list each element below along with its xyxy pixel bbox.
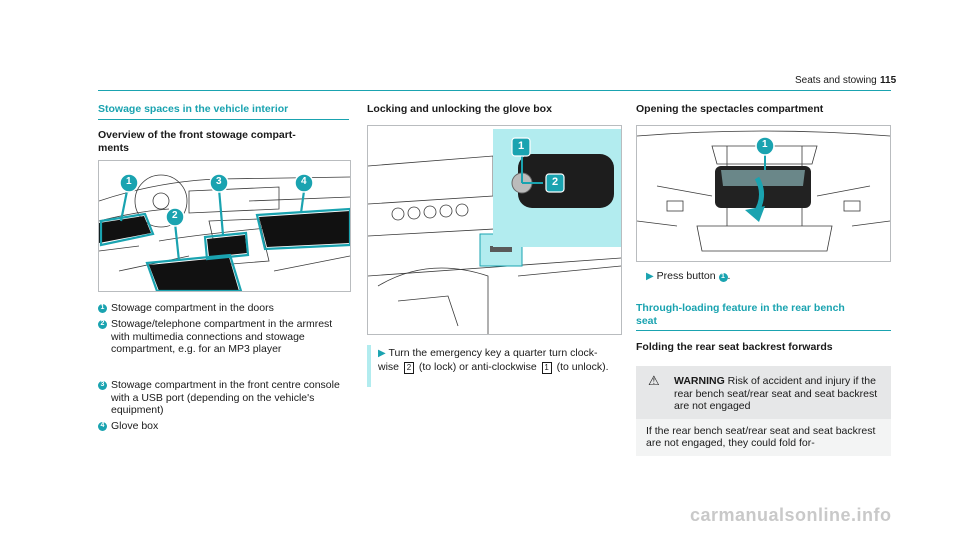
section-title-line-1: Through-loading feature in the rear benc… <box>636 302 845 314</box>
section-rule-1 <box>98 119 349 120</box>
item-badge: 4 <box>98 422 107 431</box>
accent-bar <box>367 345 371 387</box>
illustration-front-stowage: 1 2 3 4 <box>98 160 351 292</box>
list-item: 3 Stowage compartment in the front centr… <box>98 379 353 419</box>
warning-triangle-icon: ⚠ <box>648 373 660 388</box>
callout-4: 4 <box>301 176 307 187</box>
step-key-2: 2 <box>403 361 414 374</box>
section-title-line-2: seat <box>636 315 658 327</box>
step-arrow-icon: ▶ <box>646 271 654 282</box>
list-item: 2 Stowage/telephone compartment in the a… <box>98 318 353 370</box>
watermark: carmanualsonline.info <box>690 505 892 525</box>
warning-box: ⚠ WARNING Risk of accident and injury if… <box>636 366 891 536</box>
callout-2: 2 <box>552 176 559 188</box>
spectacles-step: ▶ Press button 1. <box>646 270 730 284</box>
section-title-through-loading: Through-loading feature in the rear benc… <box>636 302 845 328</box>
subtitle-folding: Folding the rear seat backrest forwards <box>636 341 833 353</box>
list-item: 1 Stowage compartment in the doors <box>98 302 353 315</box>
item-badge: 1 <box>98 304 107 313</box>
subtitle-front-stowage: Overview of the front stowage compart- m… <box>98 129 296 155</box>
warning-label: WARNING <box>674 375 725 387</box>
subtitle-line-2: ments <box>98 142 129 154</box>
list-item-text: Stowage compartment in the front centre … <box>111 379 340 416</box>
list-item-text: Glove box <box>111 420 159 432</box>
warning-head-text: Risk of accident and injury if the rear … <box>674 375 878 412</box>
list-item-text: Stowage/telephone compartment in the arm… <box>111 318 333 355</box>
list-item: 4 Glove box <box>98 420 353 433</box>
step-text-mid: (to lock) or anti-clockwise <box>418 360 537 373</box>
step-badge: 1 <box>718 272 728 282</box>
header-rule <box>98 90 891 91</box>
step-text-post: (to unlock). <box>556 360 609 373</box>
section-rule-2 <box>636 330 891 331</box>
page-number: 115 <box>880 75 897 86</box>
callout-2: 2 <box>172 210 178 221</box>
callout-1: 1 <box>126 176 132 187</box>
header-section-title: Seats and stowing <box>795 75 877 86</box>
glove-box-drawing <box>368 129 621 334</box>
illustration-spectacles: 1 <box>636 125 891 262</box>
dashboard-drawing <box>99 173 350 291</box>
step-text-post: . <box>727 270 731 282</box>
subtitle-glove-box: Locking and unlocking the glove box <box>367 103 552 115</box>
section-title-stowage: Stowage spaces in the vehicle interior <box>98 103 289 115</box>
callout-1: 1 <box>518 140 525 152</box>
glove-box-step: ▶ Turn the emergency key a quarter turn … <box>378 347 618 374</box>
warning-body: If the rear bench seat/rear seat and sea… <box>636 418 891 456</box>
step-text-pre: Turn the emergency key a quarter turn cl… <box>378 347 598 373</box>
step-text-pre: Press button <box>656 270 716 282</box>
spectacles-drawing <box>637 130 890 252</box>
warning-header: ⚠ WARNING Risk of accident and injury if… <box>636 366 891 419</box>
illustration-glove-box: 1 2 <box>367 125 622 335</box>
step-arrow-icon: ▶ <box>378 348 386 359</box>
item-badge: 2 <box>98 320 107 329</box>
callout-3: 3 <box>216 176 222 187</box>
subtitle-line-1: Overview of the front stowage compart- <box>98 129 296 141</box>
callout-1: 1 <box>762 139 768 150</box>
list-item-text: Stowage compartment in the doors <box>111 302 274 314</box>
step-key-1: 1 <box>541 361 552 374</box>
item-badge: 3 <box>98 381 107 390</box>
subtitle-spectacles: Opening the spectacles compartment <box>636 103 824 115</box>
